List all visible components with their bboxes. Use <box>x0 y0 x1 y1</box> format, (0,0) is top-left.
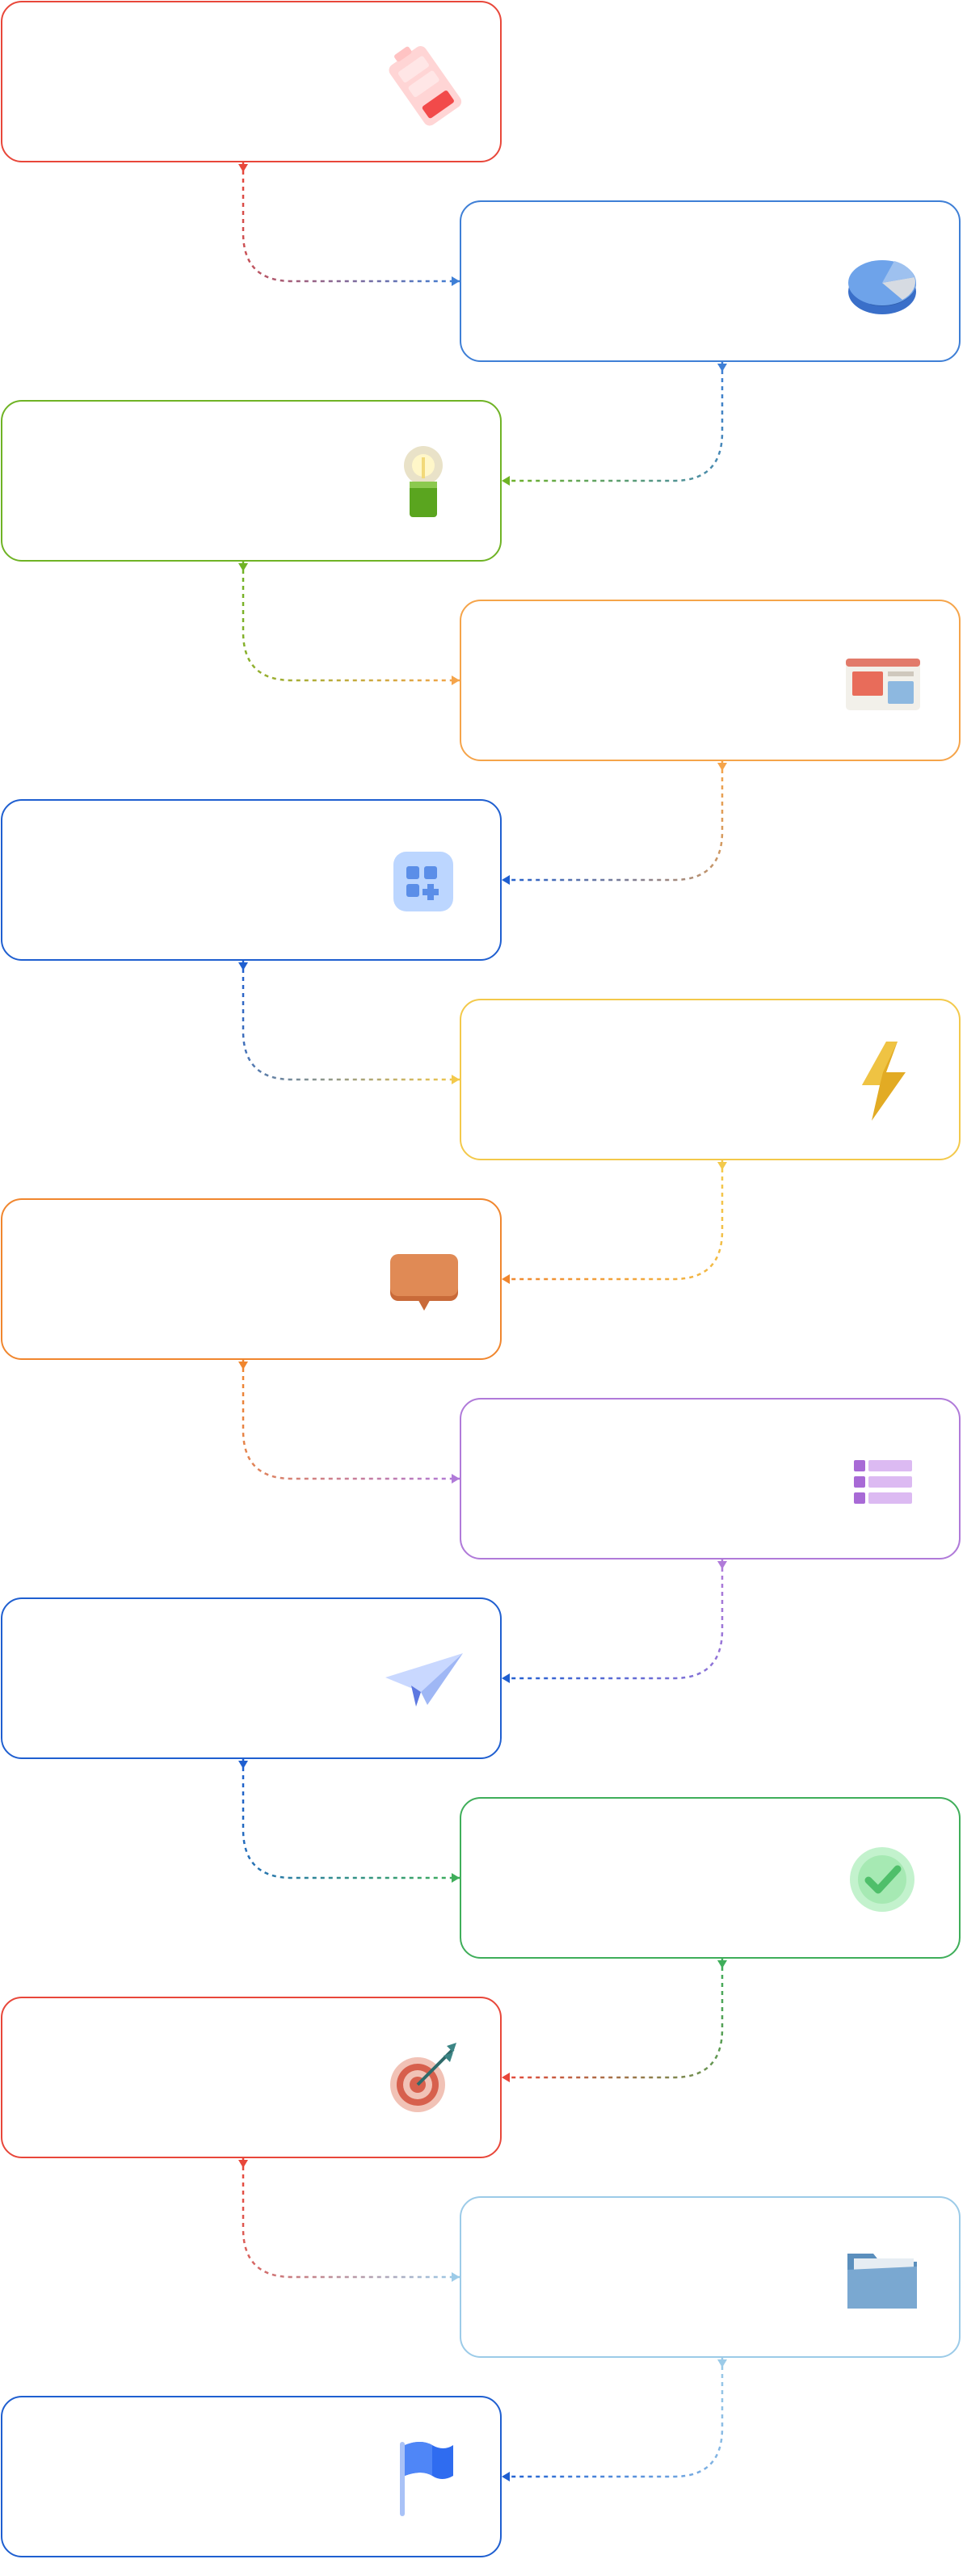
connector-start-marker <box>717 2359 727 2368</box>
connector-12-to-13 <box>502 2358 724 2478</box>
connector-start-marker <box>238 2160 248 2168</box>
battery-low-icon <box>379 39 468 128</box>
connector-start-marker <box>238 164 248 172</box>
connector-start-marker <box>717 1960 727 1968</box>
connector-arrowhead <box>502 875 510 885</box>
target-dart-icon <box>379 2035 468 2124</box>
connector-arrowhead <box>502 2472 510 2481</box>
step-card-8 <box>460 1398 961 1559</box>
connector-arrowhead <box>502 1673 510 1683</box>
connector-arrowhead <box>502 476 510 486</box>
chat-bubble-icon <box>379 1236 468 1325</box>
connector-arrowhead <box>452 2272 460 2282</box>
connector-start-marker <box>717 364 727 372</box>
paper-plane-icon <box>379 1635 468 1724</box>
step-card-6 <box>460 999 961 1160</box>
connector-arrowhead <box>502 2073 510 2082</box>
step-card-1 <box>1 1 502 162</box>
step-card-10 <box>460 1797 961 1959</box>
step-card-12 <box>460 2196 961 2358</box>
step-card-7 <box>1 1198 502 1360</box>
connector-9-to-10 <box>242 1759 460 1879</box>
step-card-11 <box>1 1997 502 2158</box>
connector-2-to-3 <box>502 362 724 482</box>
connector-start-marker <box>238 563 248 571</box>
connector-start-marker <box>238 1761 248 1769</box>
connector-6-to-7 <box>502 1160 724 1281</box>
connector-5-to-6 <box>242 961 460 1081</box>
step-card-9 <box>1 1597 502 1759</box>
step-card-4 <box>460 600 961 761</box>
step-card-2 <box>460 200 961 362</box>
connector-start-marker <box>717 1162 727 1170</box>
connector-arrowhead <box>452 1873 460 1883</box>
browser-window-icon <box>838 638 927 726</box>
connector-3-to-4 <box>242 562 460 682</box>
connector-10-to-11 <box>502 1959 724 2079</box>
connector-arrowhead <box>452 1474 460 1484</box>
connector-start-marker <box>238 962 248 970</box>
pie-chart-icon <box>838 238 927 327</box>
list-icon <box>838 1436 927 1525</box>
connector-arrowhead <box>502 1274 510 1284</box>
connector-arrowhead <box>452 676 460 685</box>
connector-7-to-8 <box>242 1360 460 1480</box>
connector-arrowhead <box>452 1075 460 1084</box>
folder-icon <box>838 2234 927 2323</box>
step-card-3 <box>1 400 502 562</box>
flag-icon <box>379 2434 468 2523</box>
connector-4-to-5 <box>502 761 724 882</box>
check-circle-icon <box>838 1835 927 1924</box>
lightning-bolt-icon <box>838 1037 927 1126</box>
connector-arrowhead <box>452 276 460 286</box>
connector-start-marker <box>717 1561 727 1569</box>
step-card-13 <box>1 2396 502 2557</box>
connector-start-marker <box>238 1362 248 1370</box>
connector-start-marker <box>717 763 727 771</box>
connector-8-to-9 <box>502 1559 724 1680</box>
app-grid-add-icon <box>379 837 468 926</box>
connector-1-to-2 <box>242 162 460 283</box>
connector-11-to-12 <box>242 2158 460 2279</box>
lightbulb-icon <box>379 438 468 527</box>
step-card-5 <box>1 799 502 961</box>
